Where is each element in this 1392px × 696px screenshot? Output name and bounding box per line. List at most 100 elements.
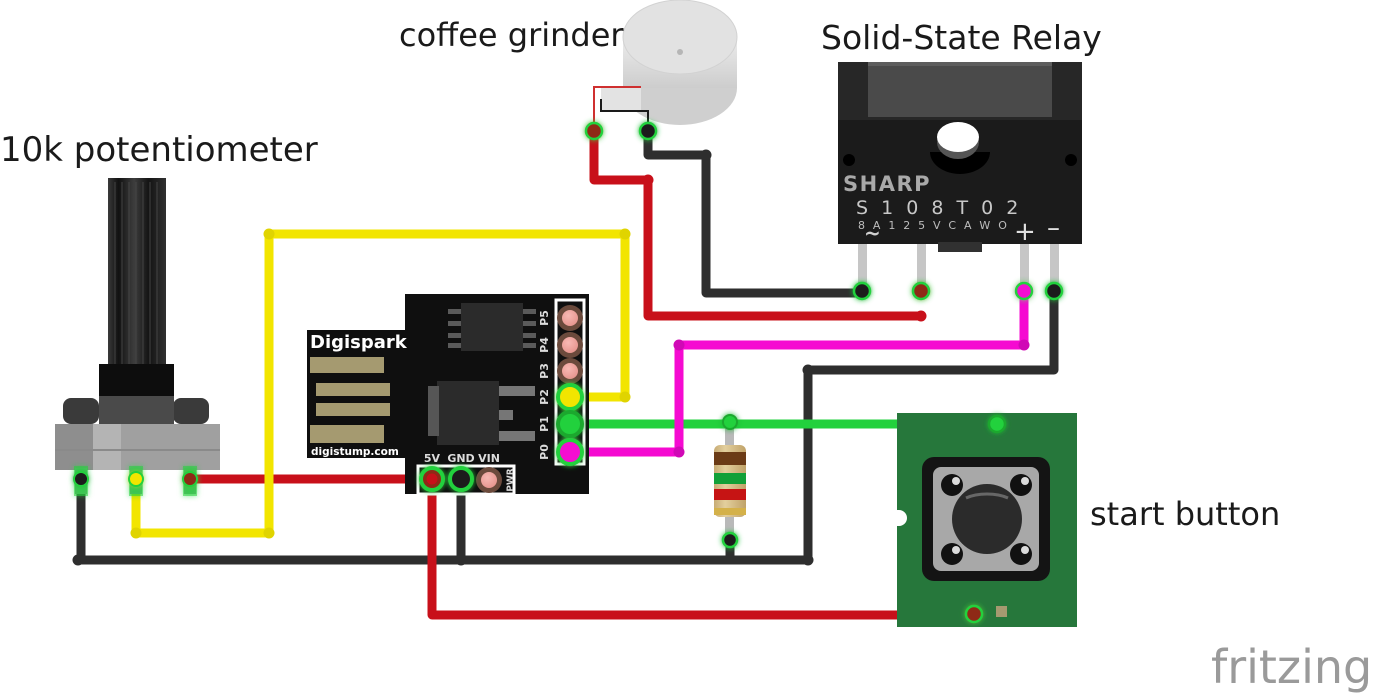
label-potentiometer: 10k potentiometer <box>0 130 318 170</box>
pot-nut-center <box>99 396 174 426</box>
attiny-pins <box>448 309 536 348</box>
wire-grinder-black[interactable] <box>643 128 867 298</box>
pot-body-shade-left <box>55 424 93 470</box>
svg-text:5V: 5V <box>424 452 441 465</box>
motor-terminals <box>584 121 658 141</box>
pot-shaft <box>108 178 166 366</box>
svg-text:P3: P3 <box>538 363 551 379</box>
wire-junctions-yellow <box>130 228 631 539</box>
ssr-tab-highlight <box>868 64 1052 117</box>
header-connected-pads <box>556 383 584 466</box>
label-coffee-grinder: coffee grinder <box>399 16 624 54</box>
fritzing-watermark: fritzing <box>1211 640 1373 694</box>
pot-body-shade-mid <box>93 424 121 470</box>
ssr-tab-top-line <box>868 62 1052 66</box>
pot-shaft-knurl <box>114 182 158 364</box>
ssr-terminals <box>852 281 1064 301</box>
resistor-band-gold <box>714 508 746 515</box>
attiny-ic <box>461 303 523 351</box>
switch-hole-tl <box>941 474 963 496</box>
digispark-board[interactable]: Digispark digistump.com <box>307 294 589 496</box>
usb-pad-4 <box>310 425 384 443</box>
label-start-button: start button <box>1090 495 1281 533</box>
usb-pad-1 <box>310 357 384 373</box>
resistor-band-green <box>714 473 746 484</box>
pot-connector-highlights <box>73 466 198 496</box>
pad-p1[interactable] <box>556 410 584 438</box>
ssr-ac-symbol: ~ <box>864 221 881 245</box>
wire-junctions-magenta <box>673 339 1030 458</box>
resistor-band-red <box>714 489 746 500</box>
pot-shaft-collar <box>99 364 174 400</box>
ssr-lead-4[interactable] <box>1050 244 1059 292</box>
regulator-pin-3 <box>499 431 535 441</box>
svg-text:GND: GND <box>447 452 474 465</box>
pwr-led-label: PWR <box>506 468 516 492</box>
switch-hole-tr <box>1010 474 1032 496</box>
motor-center-dot <box>677 49 683 55</box>
switch-cap[interactable] <box>952 484 1022 554</box>
solid-state-relay[interactable]: SHARP S 1 0 8 T 0 2 8 A 1 2 5 V C A W O … <box>838 62 1082 301</box>
start-button-pin-signal[interactable] <box>987 414 1007 434</box>
start-button-pin-power[interactable] <box>964 604 984 624</box>
power-pin-labels: 5V GND VIN <box>424 452 500 465</box>
pad-p2[interactable] <box>556 383 584 411</box>
svg-text:P5: P5 <box>538 310 551 326</box>
ssr-mount-hole-top <box>937 122 979 152</box>
pot-nut-left <box>63 398 99 424</box>
regulator-ic <box>437 381 499 445</box>
ssr-dot-left <box>843 154 855 166</box>
motor-tab <box>601 87 641 111</box>
ssr-lead-1[interactable] <box>858 244 867 292</box>
svg-text:P4: P4 <box>538 337 551 353</box>
svg-text:P1: P1 <box>538 416 551 432</box>
pad-gnd[interactable] <box>448 466 474 492</box>
ssr-lead-2[interactable] <box>917 244 926 292</box>
svg-text:VIN: VIN <box>478 452 500 465</box>
header-silk-outline <box>554 298 586 466</box>
resistor-terminals <box>721 414 739 549</box>
wire-junctions <box>72 149 814 566</box>
ssr-dot-right <box>1065 154 1077 166</box>
regulator-tab <box>428 386 439 436</box>
header-pins <box>557 305 583 384</box>
pcb-notch-hole <box>891 510 907 526</box>
switch-hole-br-hl <box>1021 546 1029 554</box>
resistor-band-brown <box>714 452 746 465</box>
switch-hole-bl-hl <box>952 546 960 554</box>
ssr-plus-label: + <box>1014 217 1036 247</box>
digispark-brand-text: Digispark <box>310 332 408 353</box>
header-pin-labels: P5 P4 P3 P2 P1 P0 <box>538 310 551 460</box>
ssr-lead-3[interactable] <box>1020 244 1029 292</box>
usb-pad-2 <box>316 383 390 396</box>
coffee-grinder-motor[interactable] <box>584 0 738 141</box>
ssr-partnumber-text: S 1 0 8 T 0 2 <box>856 197 1022 219</box>
pot-nut-right <box>173 398 209 424</box>
svg-text:P2: P2 <box>538 389 551 405</box>
ssr-bottom-tab <box>938 242 982 252</box>
potentiometer[interactable] <box>55 178 220 496</box>
motor-top-face <box>622 0 738 75</box>
ssr-body-notch <box>930 152 990 174</box>
wire-junctions-red <box>426 174 927 485</box>
digistump-url-text: digistump.com <box>311 446 399 458</box>
resistor[interactable] <box>714 414 746 549</box>
pad-p0[interactable] <box>556 438 584 466</box>
power-header-silk <box>416 464 516 496</box>
start-button-module[interactable] <box>891 413 1077 627</box>
ssr-brand-text: SHARP <box>843 172 931 196</box>
switch-cap-highlight <box>965 492 1009 500</box>
ssr-minus-label: – <box>1047 213 1060 243</box>
switch-hole-tl-hl <box>952 477 960 485</box>
motor-lead-red <box>593 86 641 133</box>
start-button-terminals <box>964 414 1007 624</box>
ssr-rating-text: 8 A 1 2 5 V C A W O <box>858 219 1009 232</box>
label-solid-state-relay: Solid-State Relay <box>821 18 1102 57</box>
switch-hole-tr-hl <box>1021 477 1029 485</box>
wire-5v-startbutton[interactable] <box>427 474 979 620</box>
usb-pad-3 <box>316 403 390 416</box>
regulator-pin-2 <box>499 410 513 420</box>
pcb-pad-smd <box>996 606 1007 617</box>
